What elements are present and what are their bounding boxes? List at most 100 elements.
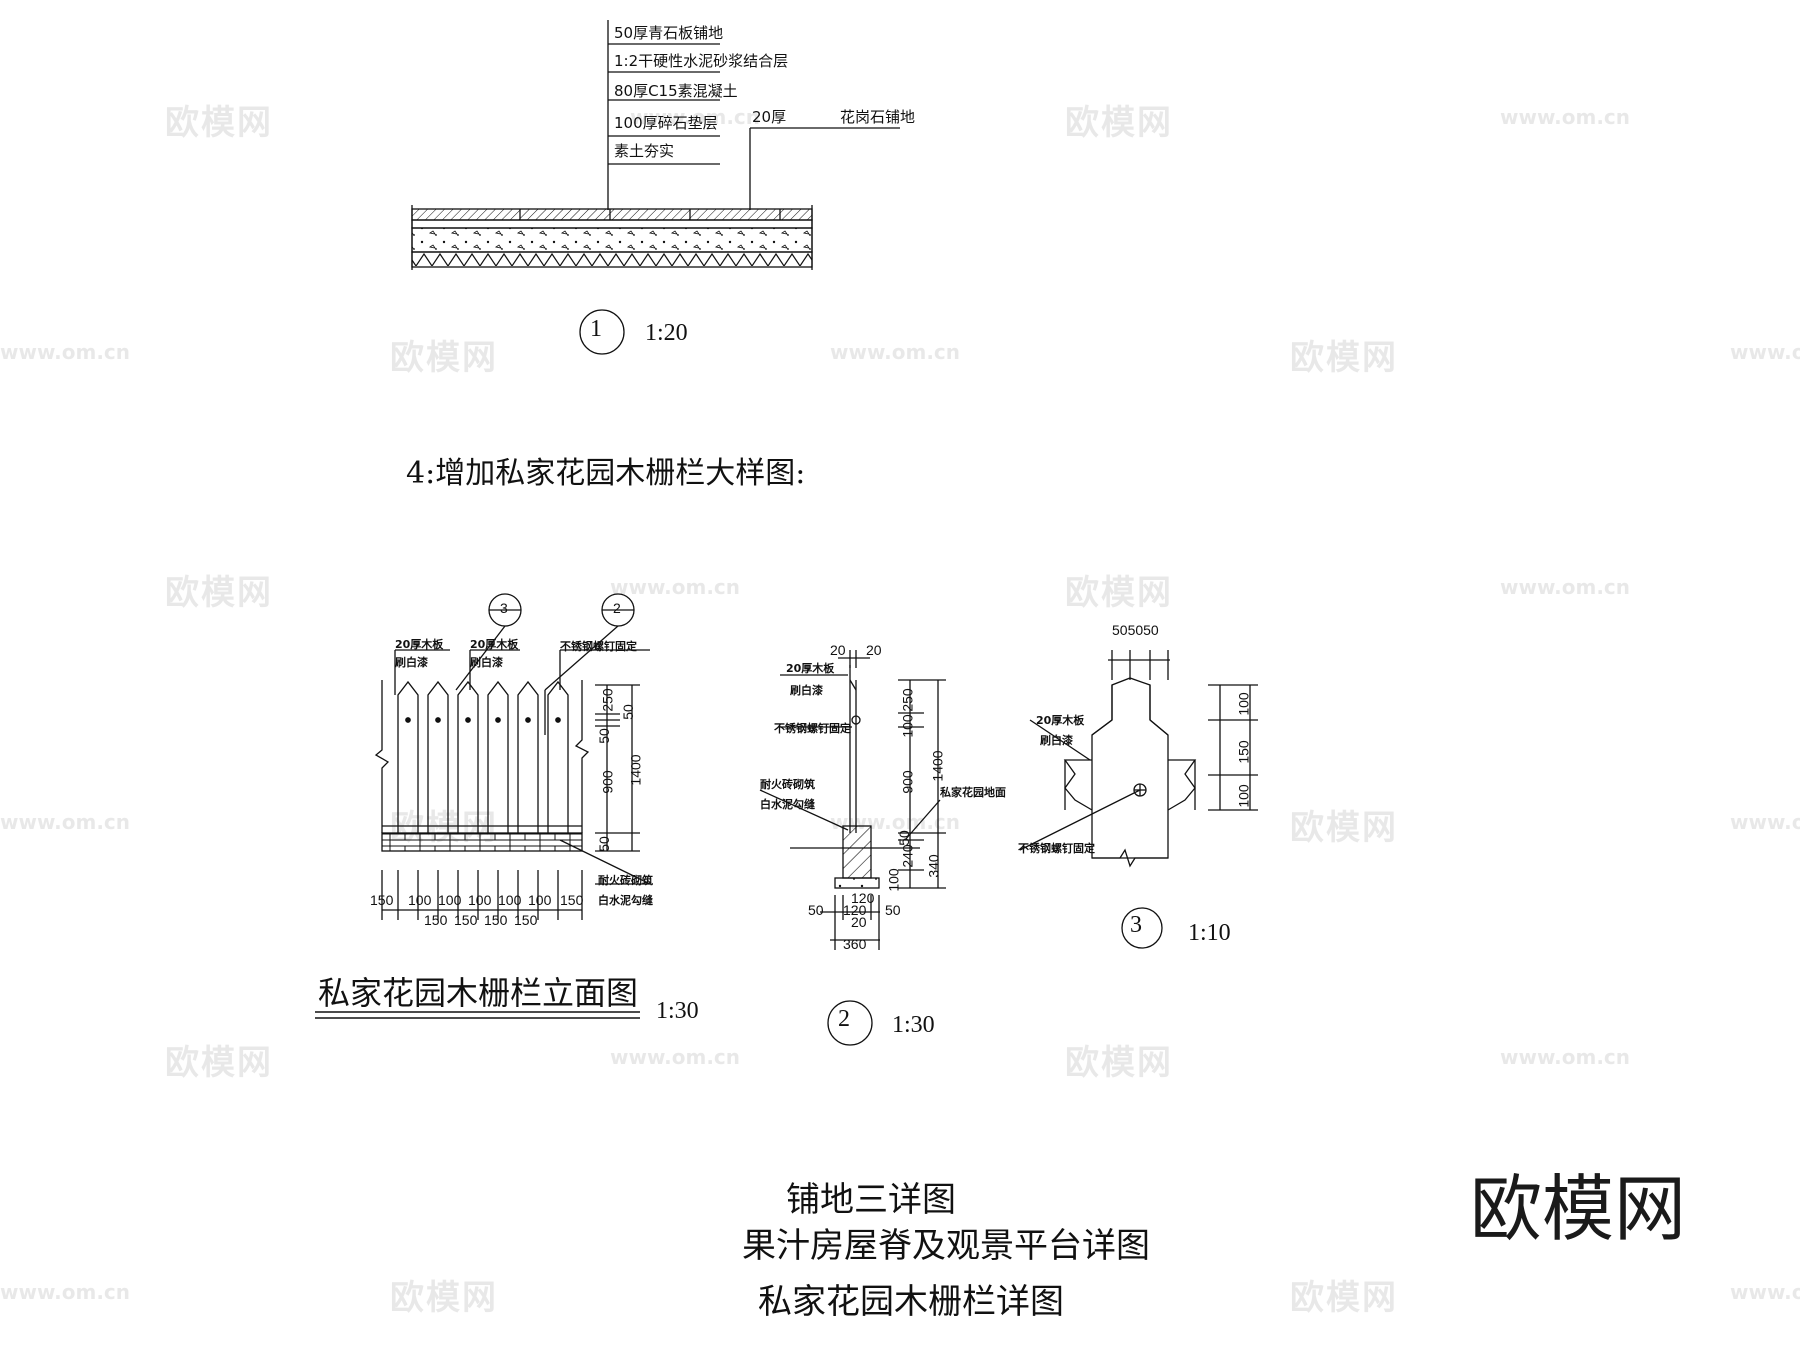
dimension-label: 150 <box>454 912 478 928</box>
watermark-url: www.om.cn <box>1730 1280 1800 1304</box>
watermark-url: www.om.cn <box>630 105 761 129</box>
sec3-paint: 刷白漆 <box>1040 734 1073 747</box>
elev-ref-2: 2 <box>613 600 621 616</box>
layer-2: 1:2干硬性水泥砂浆结合层 <box>614 52 789 70</box>
section-heading: 4:增加私家花园木栅栏大样图: <box>406 456 806 491</box>
watermark-cn: 欧模网 <box>1290 338 1398 378</box>
elev-brick: 耐火砖砌筑 <box>598 874 653 887</box>
elevation-title: 私家花园木栅栏立面图 <box>318 974 639 1012</box>
dimension-label: 250 <box>599 688 616 712</box>
sec2-dim-360: 360 <box>843 936 867 952</box>
dimension-label: 150 <box>424 912 448 928</box>
marker-1: 1 <box>590 316 602 342</box>
watermark-cn: 欧模网 <box>1065 103 1173 143</box>
sec2-brick: 耐火砖砌筑 <box>760 778 815 791</box>
dimension-label: 150 <box>560 892 584 908</box>
elev-screw: 不锈钢螺钉固定 <box>560 640 637 653</box>
granite-thickness: 20厚 <box>752 108 787 126</box>
dimension-label: 100 <box>408 892 432 908</box>
screw-dot <box>495 717 501 723</box>
dimension-label: 900 <box>899 770 916 794</box>
watermark-cn: 欧模网 <box>165 573 273 613</box>
dimension-label: 100 <box>899 714 916 738</box>
screw-dot <box>555 717 561 723</box>
dimension-label: 900 <box>599 770 616 794</box>
dimension-label: 100 <box>468 892 492 908</box>
sec2-dim-120a: 120 <box>851 890 875 906</box>
fence-picket <box>547 680 569 833</box>
watermark-url: www.om.cn <box>1730 810 1800 834</box>
fence-picket <box>517 680 539 833</box>
watermark-url: www.om.cn <box>610 575 741 599</box>
granite-label: 花岗石铺地 <box>840 108 916 126</box>
watermark-url: www.om.cn <box>0 810 131 834</box>
layer-1: 50厚青石板铺地 <box>614 24 724 42</box>
watermark-cn: 欧模网 <box>1065 1043 1173 1083</box>
dimension-label: 150 <box>514 912 538 928</box>
sec2-dim-20: 20 <box>851 914 867 930</box>
dimension-label: 100 <box>438 892 462 908</box>
dimension-label: 240 <box>899 844 916 868</box>
watermark-cn: 欧模网 <box>390 338 498 378</box>
dimension-label: 100 <box>528 892 552 908</box>
layer-4: 100厚碎石垫层 <box>614 114 718 132</box>
fence-picket <box>487 680 509 833</box>
screw-dot <box>465 717 471 723</box>
watermark-cn: 欧模网 <box>1290 808 1398 848</box>
sec2-joint: 白水泥勾缝 <box>760 798 815 811</box>
elev-ref-3: 3 <box>500 600 508 616</box>
sec2-ground: 私家花园地面 <box>940 786 1006 799</box>
scale-1: 1:20 <box>645 320 688 346</box>
title-line-2: 果汁房屋脊及观景平台详图 <box>742 1226 1150 1266</box>
watermark-url: www.om.cn <box>0 1280 131 1304</box>
watermark-url: www.om.cn <box>0 340 131 364</box>
marker-3: 3 <box>1130 912 1142 938</box>
layer-3: 80厚C15素混凝土 <box>614 82 738 100</box>
dimension-label: 100 <box>1235 784 1252 808</box>
watermark-cn: 欧模网 <box>1065 573 1173 613</box>
sec2-dim-50b: 50 <box>885 902 901 918</box>
elev-joint: 白水泥勾缝 <box>598 894 653 907</box>
fence-picket <box>397 680 419 833</box>
dimension-label: 340 <box>925 854 942 878</box>
screw-dot <box>405 717 411 723</box>
sec2-top-dim-1: 20 <box>830 642 846 658</box>
elevation-scale: 1:30 <box>656 998 699 1024</box>
screw-dot <box>435 717 441 723</box>
watermark-url: www.om.cn <box>1730 340 1800 364</box>
dimension-label: 100 <box>498 892 522 908</box>
sec3-top-dims: 505050 <box>1112 622 1159 638</box>
dimension-label: 1400 <box>929 750 946 782</box>
dimension-label: 1400 <box>627 754 644 786</box>
dimension-label: 150 <box>484 912 508 928</box>
dimension-label: 50 <box>595 836 612 852</box>
marker-2: 2 <box>838 1006 850 1032</box>
sec3-board: 20厚木板 <box>1036 714 1085 727</box>
watermark-url: www.om.cn <box>1500 575 1631 599</box>
dimension-label: 250 <box>899 688 916 712</box>
dimension-label: 100 <box>1235 692 1252 716</box>
scale-2: 1:30 <box>892 1012 935 1038</box>
elev-board-1: 20厚木板 <box>395 638 444 651</box>
elev-board-2: 20厚木板 <box>470 638 519 651</box>
watermark-cn: 欧模网 <box>165 103 273 143</box>
elev-paint-2: 刷白漆 <box>470 656 503 669</box>
sec3-screw: 不锈钢螺钉固定 <box>1018 842 1095 855</box>
dimension-label: 50 <box>595 728 612 744</box>
elev-paint-1: 刷白漆 <box>395 656 428 669</box>
sec2-top-dim-2: 20 <box>866 642 882 658</box>
dimension-label: 150 <box>370 892 394 908</box>
watermark-url: www.om.cn <box>1500 105 1631 129</box>
brand-logo: 欧模网 <box>1470 1167 1687 1251</box>
dimension-label: 150 <box>1235 740 1252 764</box>
paving-section <box>411 20 900 355</box>
watermark-cn: 欧模网 <box>390 1278 498 1318</box>
sec2-board: 20厚木板 <box>786 662 835 675</box>
fence-picket <box>457 680 479 833</box>
sec2-paint: 刷白漆 <box>790 684 823 697</box>
sec2-screw: 不锈钢螺钉固定 <box>774 722 851 735</box>
dimension-label: 100 <box>885 868 902 892</box>
fence-elevation <box>315 593 651 1019</box>
watermark-cn: 欧模网 <box>165 1043 273 1083</box>
